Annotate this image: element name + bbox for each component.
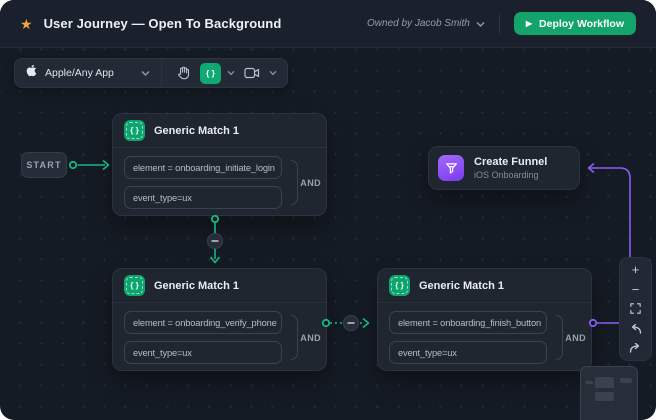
node-title: Generic Match 1 [419,279,504,292]
owner-chevron-down-icon[interactable] [476,15,485,33]
topbar-divider [498,13,500,34]
condition-pill[interactable]: event_type=ux [124,341,282,364]
minimap-node [595,392,614,401]
node-header: { } Generic Match 1 [113,114,326,148]
pan-hand-tool-button[interactable] [172,62,194,84]
match-braces-tool-button[interactable]: { } [200,62,221,84]
create-funnel-node[interactable]: Create Funnel iOS Onboarding [428,146,580,190]
and-operator-label: AND [300,177,321,188]
output-port[interactable] [210,214,220,224]
zoom-out-button[interactable]: − [631,281,640,297]
generic-match-node-1[interactable]: { } Generic Match 1 element = onboarding… [112,113,327,216]
funnel-title: Create Funnel [474,156,548,168]
remove-connector-button[interactable] [343,315,359,331]
funnel-text: Create Funnel iOS Onboarding [474,156,547,180]
node-body: element = onboarding_initiate_login even… [113,148,326,217]
app-selector-value: Apple/Any App [45,67,114,79]
condition-pill[interactable]: event_type=ux [389,341,547,364]
and-operator-label: AND [565,332,586,343]
node-header: { } Generic Match 1 [113,269,326,303]
and-bracket [291,160,298,205]
workflow-title: User Journey — Open To Background [43,16,282,31]
and-operator-label: AND [300,332,321,343]
undo-button[interactable] [626,321,646,337]
condition-pill[interactable]: element = onboarding_finish_button [389,311,547,334]
node-body: element = onboarding_finish_button event… [378,303,591,372]
node-title: Generic Match 1 [154,279,239,292]
redo-button[interactable] [626,340,646,356]
condition-pill[interactable]: element = onboarding_initiate_login [124,156,282,179]
canvas-controls-panel: + − [619,257,652,361]
braces-tool-chevron-down-icon[interactable] [227,70,235,76]
node-header: { } Generic Match 1 [378,269,591,303]
generic-match-node-3[interactable]: { } Generic Match 1 element = onboarding… [377,268,592,371]
and-bracket [291,315,298,360]
remove-connector-button[interactable] [207,233,223,249]
generic-match-node-2[interactable]: { } Generic Match 1 element = onboarding… [112,268,327,371]
and-bracket [556,315,563,360]
deploy-workflow-label: Deploy Workflow [539,17,624,30]
funnel-subtitle: iOS Onboarding [474,170,539,180]
braces-icon: { } [124,120,145,141]
toolbar-divider [161,59,162,87]
minimap[interactable] [580,366,638,420]
tool-buttons: { } [162,62,287,84]
condition-pill[interactable]: element = onboarding_verify_phone [124,311,282,334]
minimap-node [595,377,614,388]
record-camera-tool-button[interactable] [241,62,263,84]
braces-icon: { } [389,275,410,296]
camera-tool-chevron-down-icon[interactable] [269,70,277,76]
owner-label[interactable]: Owned by Jacob Smith [367,18,470,29]
output-port[interactable] [588,318,598,328]
node-body: element = onboarding_verify_phone event_… [113,303,326,372]
minimap-node [585,381,593,384]
braces-icon: { } [124,275,145,296]
deploy-workflow-button[interactable]: ▶ Deploy Workflow [513,12,636,35]
minimap-node [620,378,632,383]
top-bar: ★ User Journey — Open To Background Owne… [0,0,656,48]
start-node[interactable]: START [21,152,67,178]
funnel-icon [438,155,464,181]
output-port[interactable] [321,318,331,328]
condition-pill[interactable]: event_type=ux [124,186,282,209]
favorite-star-icon[interactable]: ★ [20,15,33,32]
node-title: Generic Match 1 [154,124,239,137]
canvas-toolbar: Apple/Any App { } [14,58,288,88]
zoom-in-button[interactable]: + [631,262,640,278]
output-port[interactable] [68,160,78,170]
play-icon: ▶ [525,18,533,28]
apple-logo-icon [26,64,37,82]
app-selector-dropdown[interactable]: Apple/Any App [15,64,161,82]
fit-view-button[interactable] [626,301,646,317]
app-selector-chevron-down-icon [141,70,150,76]
